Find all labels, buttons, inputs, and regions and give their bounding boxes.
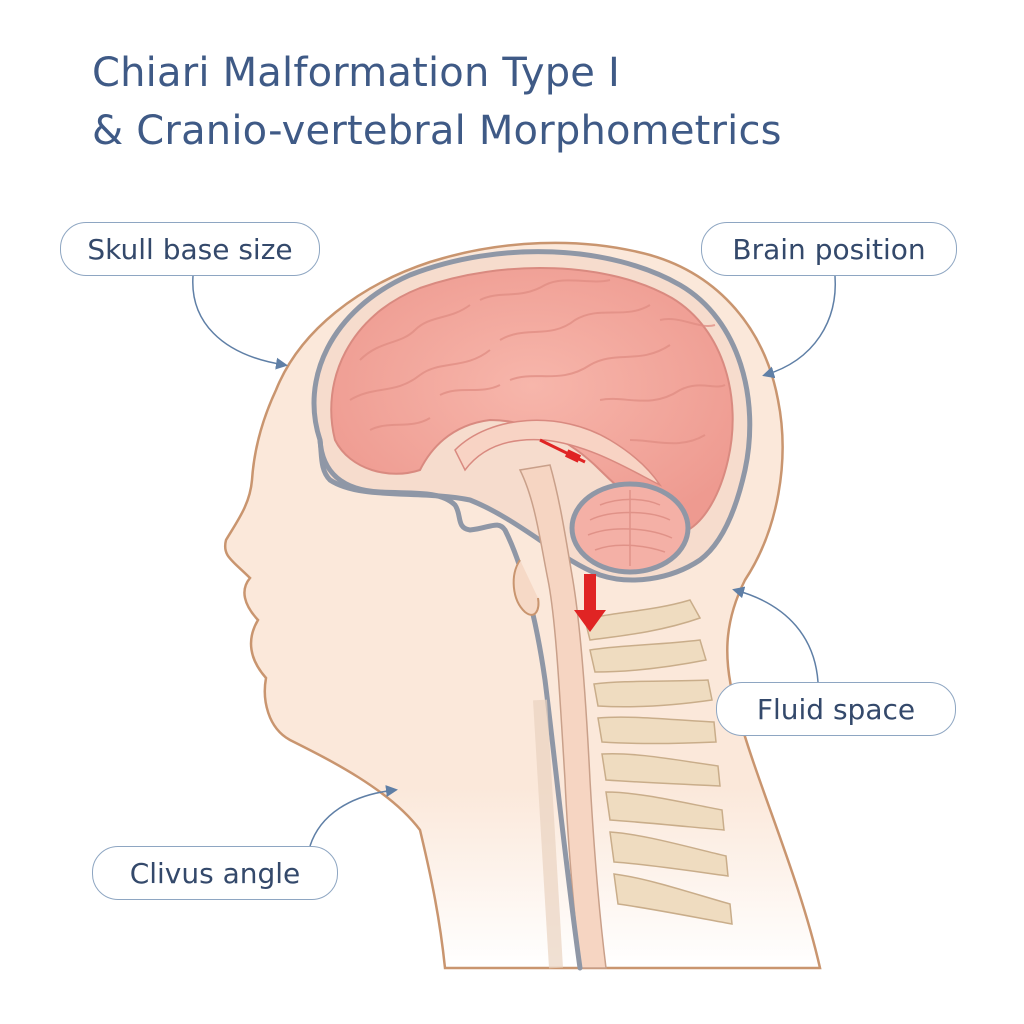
- title-line-1: Chiari Malformation Type I: [92, 50, 621, 96]
- callout-fluid-space-label: Fluid space: [756, 692, 916, 726]
- leader-fluid-space: [732, 586, 819, 683]
- callout-brain-position: Brain position: [701, 222, 957, 276]
- corpus-callosum: [454, 419, 663, 487]
- leader-skull-base-size: [192, 275, 288, 370]
- callout-fluid-space: Fluid space: [716, 682, 956, 736]
- callout-brain-position-label: Brain position: [732, 232, 926, 266]
- tentorium-marker-tip: [564, 449, 582, 463]
- clivus-dura-line: [317, 437, 583, 971]
- brainstem-spinal-cord: [518, 464, 607, 969]
- leader-clivus-angle: [309, 785, 398, 847]
- anterior-soft-tissue: [533, 699, 563, 969]
- leader-brain-position: [762, 275, 836, 379]
- callout-clivus-angle-label: Clivus angle: [129, 856, 301, 890]
- callout-skull-base-size-label: Skull base size: [87, 232, 293, 266]
- diagram-title: Chiari Malformation Type I & Cranio-vert…: [92, 44, 782, 160]
- callout-skull-base-size: Skull base size: [60, 222, 320, 276]
- callout-clivus-angle: Clivus angle: [92, 846, 338, 900]
- cerebellum-folia: [587, 490, 673, 566]
- cerebrum-gyri: [349, 279, 726, 445]
- tonsillar-descent-arrow: [574, 574, 606, 632]
- cervical-vertebrae: [584, 599, 733, 925]
- title-line-2: & Cranio-vertebral Morphometrics: [92, 108, 782, 154]
- ear: [512, 559, 540, 616]
